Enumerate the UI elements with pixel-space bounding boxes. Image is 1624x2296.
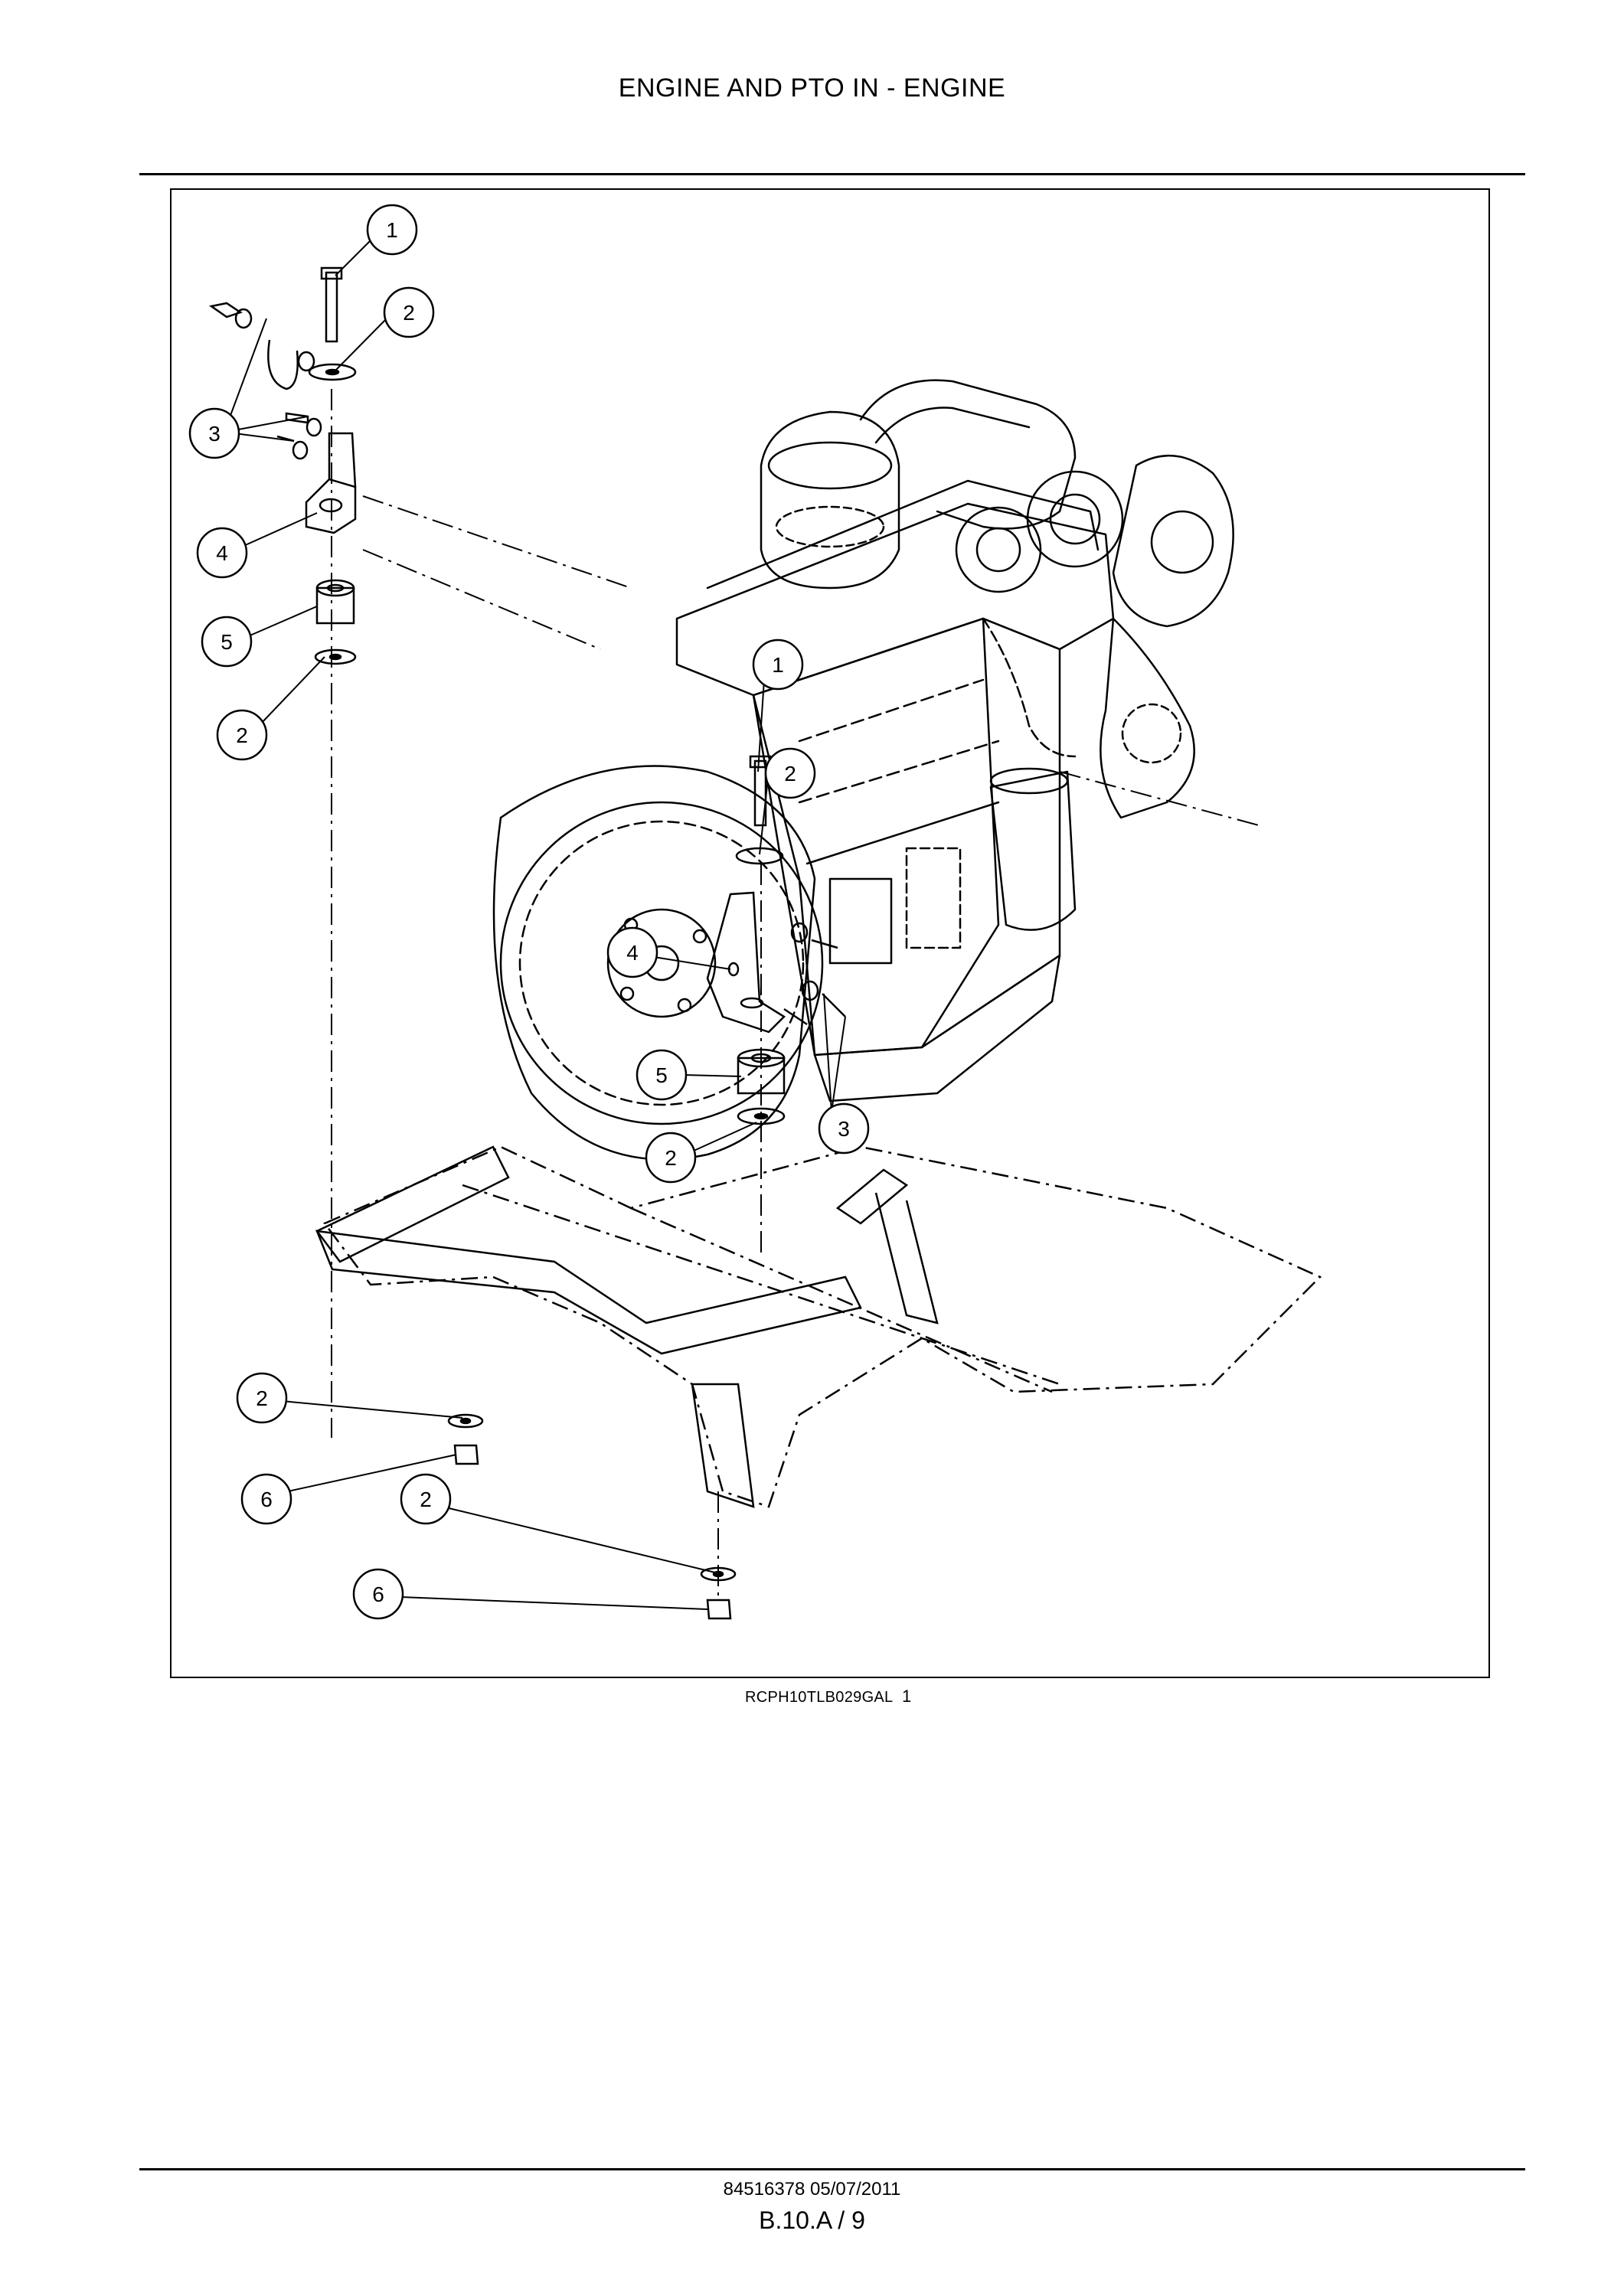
callout-bubble: 6	[240, 1473, 292, 1525]
callout-bubble: 5	[201, 616, 253, 668]
callout-label: 3	[208, 422, 221, 446]
callout-label: 1	[386, 218, 398, 242]
callout-bubble: 3	[188, 407, 240, 459]
assembly-centerlines	[331, 389, 1260, 1599]
figure-reference-code: RCPH10TLB029GAL	[745, 1689, 894, 1706]
engine-block-drawing	[492, 379, 1234, 1161]
left-mount-hardware	[208, 266, 357, 665]
exploded-view-figure: 1 2 3 4 5 2 1 2 4 3 5 2 2 6 2 6	[170, 188, 1490, 1678]
figure-number: 1	[902, 1687, 912, 1706]
callout-bubble: 2	[383, 286, 435, 338]
callout-bubble: 1	[366, 204, 418, 256]
callout-bubble: 2	[764, 747, 816, 799]
callout-label: 1	[772, 653, 784, 677]
callout-label: 2	[665, 1146, 677, 1170]
callout-bubble: 2	[645, 1132, 697, 1184]
callout-label: 5	[221, 630, 233, 654]
callout-bubble: 4	[606, 926, 658, 978]
callout-label: 5	[655, 1063, 668, 1087]
callout-bubble: 2	[216, 709, 268, 761]
document-reference: 84516378 05/07/2011	[723, 2179, 901, 2200]
footer-divider	[139, 2168, 1525, 2170]
engine-mount-illustration: 1 2 3 4 5 2 1 2 4 3 5 2 2 6 2 6	[188, 204, 1322, 1620]
callout-label: 2	[256, 1386, 268, 1410]
callout-bubble: 5	[636, 1049, 688, 1101]
right-mount-hardware	[706, 755, 846, 1125]
callout-bubble: 1	[752, 639, 804, 691]
subframe-rails	[315, 1145, 939, 1508]
callout-label: 2	[236, 723, 248, 747]
callout-bubble: 6	[352, 1568, 404, 1620]
page-header-title: ENGINE AND PTO IN - ENGINE	[618, 73, 1006, 103]
callout-label: 4	[216, 541, 228, 565]
callout-bubble: 2	[400, 1473, 452, 1525]
subframe-outline	[323, 1145, 1322, 1508]
callout-label: 6	[372, 1582, 384, 1606]
header-divider	[139, 173, 1525, 175]
callout-label: 2	[403, 301, 415, 325]
callout-leaders	[226, 234, 846, 1610]
callout-label: 4	[626, 941, 639, 965]
lower-fasteners	[447, 1413, 737, 1620]
callout-bubbles: 1 2 3 4 5 2 1 2 4 3 5 2 2 6 2 6	[188, 204, 870, 1620]
callout-bubble: 3	[818, 1102, 870, 1155]
callout-label: 2	[784, 762, 796, 785]
callout-label: 3	[838, 1117, 850, 1141]
callout-bubble: 2	[236, 1372, 288, 1424]
callout-bubble: 4	[196, 527, 248, 579]
page-reference: B.10.A / 9	[759, 2206, 865, 2234]
callout-label: 2	[420, 1488, 432, 1511]
callout-label: 6	[260, 1488, 273, 1511]
